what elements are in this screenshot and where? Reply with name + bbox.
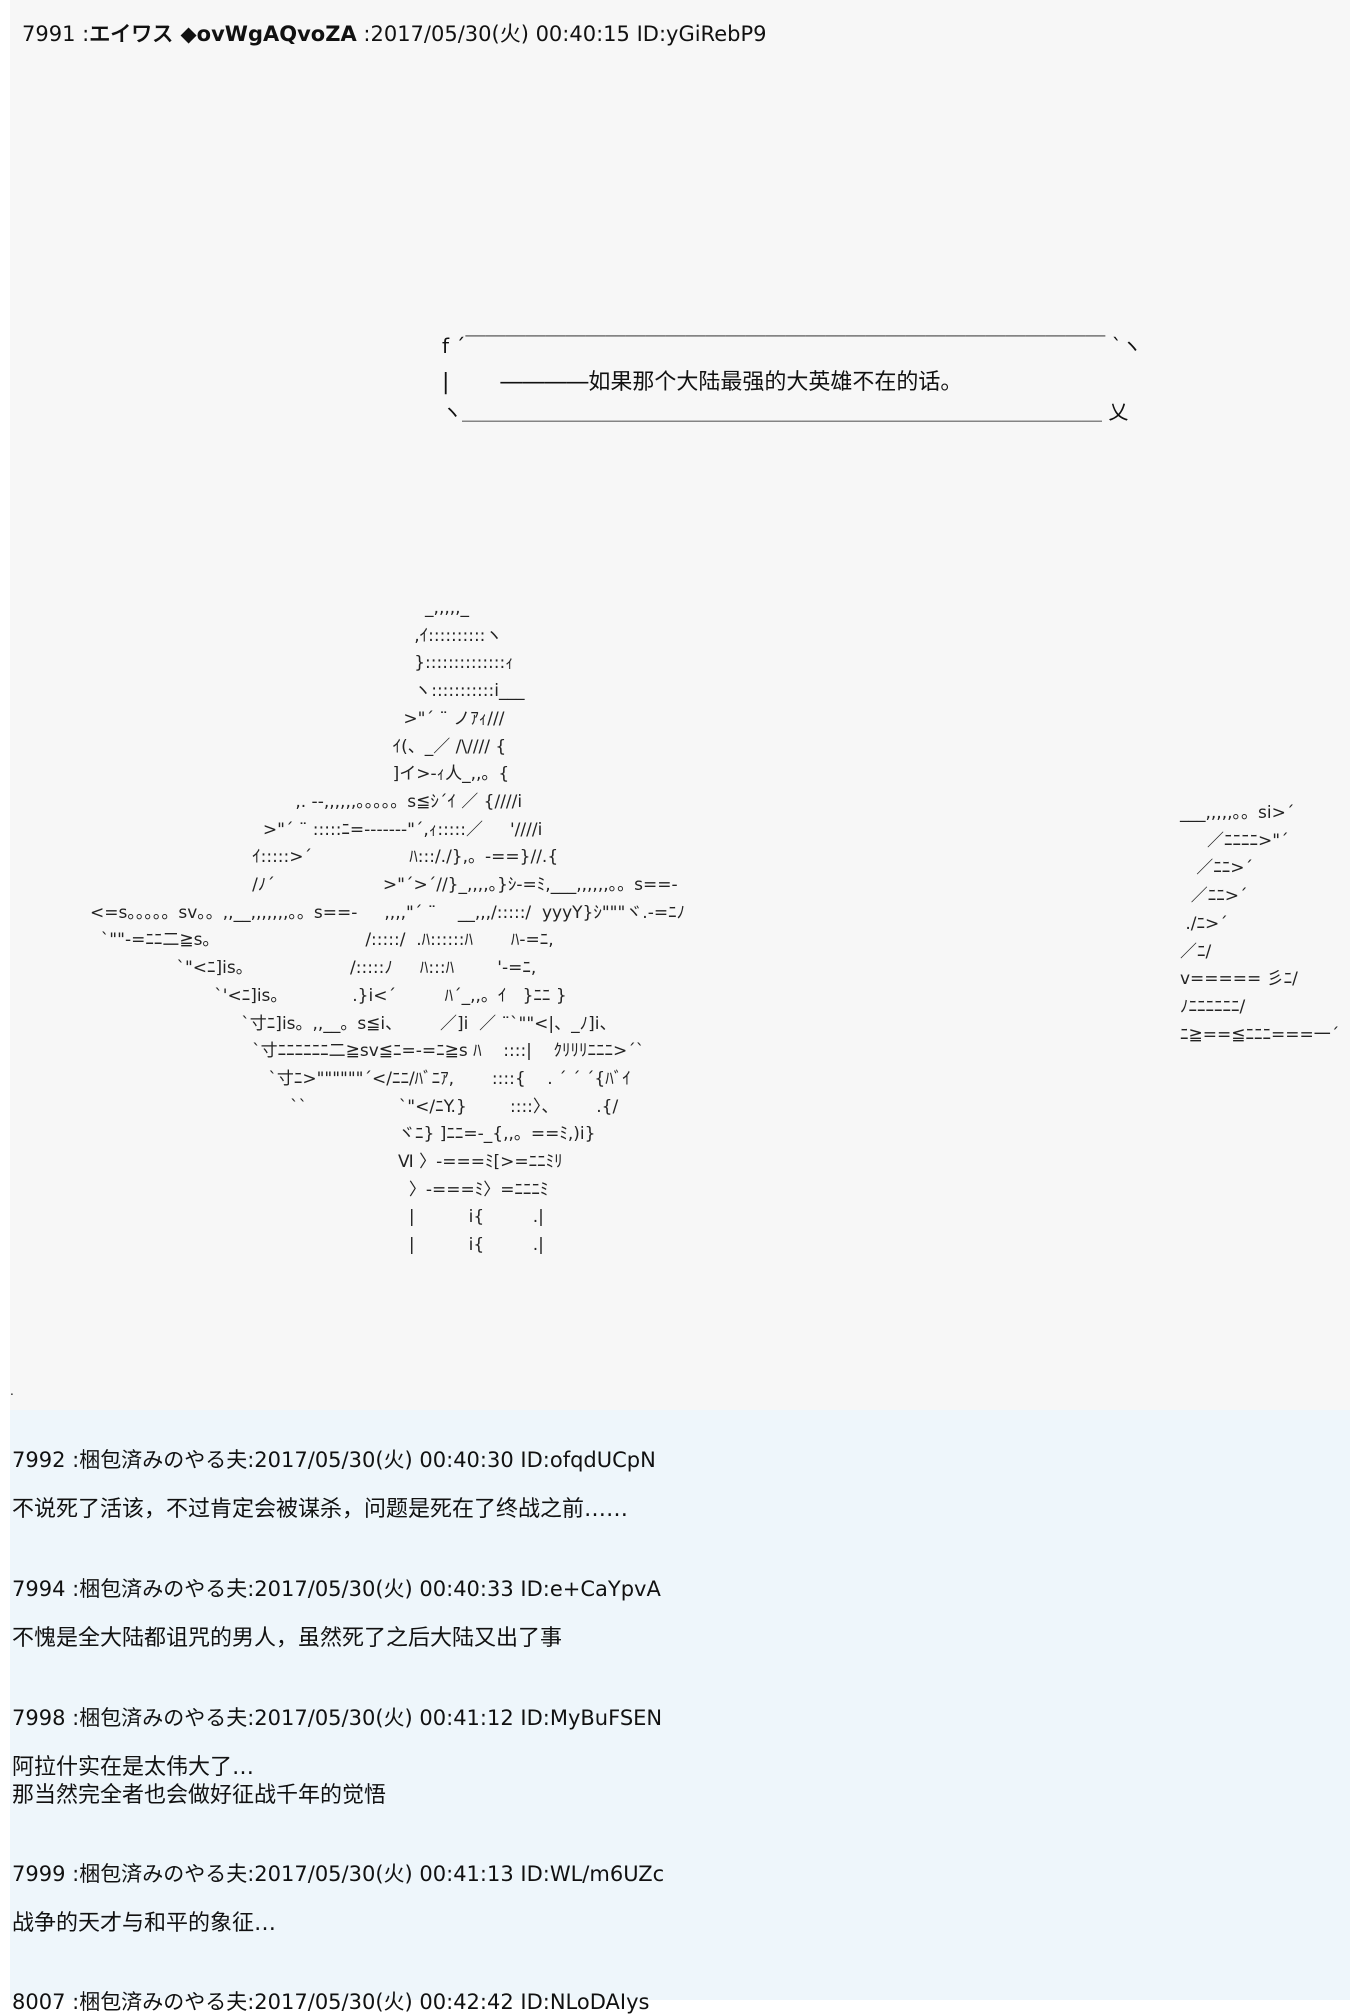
ascii-art-line: ｲ:::::>´ ﾊ:::/./},。-==}//.{ xyxy=(90,847,559,868)
post-datetime: 2017/05/30(火) 00:40:15 xyxy=(370,22,630,46)
post-id[interactable]: ID:yGiRebP9 xyxy=(636,22,767,46)
post-number[interactable]: 7991 xyxy=(22,22,76,46)
reply-post: 7992 :梱包済みのやる夫:2017/05/30(火) 00:40:30 ID… xyxy=(12,1444,656,1524)
reply-number[interactable]: 7998 xyxy=(12,1706,66,1730)
ascii-art-line: ./ﾆ>´ xyxy=(1180,913,1228,934)
reply-id[interactable]: ID:WL/m6UZc xyxy=(520,1862,665,1886)
reply-header: 7999 :梱包済みのやる夫:2017/05/30(火) 00:41:13 ID… xyxy=(12,1862,665,1886)
reply-header: 7998 :梱包済みのやる夫:2017/05/30(火) 00:41:12 ID… xyxy=(12,1706,663,1730)
ascii-art-line: >"´ ¨ :::::ﾆ=------‐"´,ｨ:::::／ '////i xyxy=(90,819,543,840)
ascii-art-line: ]イ>-ｨ人_,,。{ xyxy=(90,764,510,785)
reply-body: 战争的天才与和平的象征… xyxy=(12,1911,277,1936)
main-post: 7991 :エイワス ◆ovWgAQvoZA :2017/05/30(火) 00… xyxy=(10,0,1350,1410)
ascii-art-line: ___,,,,,。。si>´ xyxy=(1180,803,1295,823)
reply-datetime: 2017/05/30(火) 00:42:42 xyxy=(254,1990,514,2014)
speech-bubble-bottom: ヽ＿＿＿＿＿＿＿＿＿＿＿＿＿＿＿＿＿＿＿＿＿＿＿＿＿＿＿＿＿＿＿＿ 乂 xyxy=(442,400,1129,424)
reply-number[interactable]: 7992 xyxy=(12,1448,66,1472)
ascii-art-line: ／ﾆﾆﾆﾆ>"´ xyxy=(1180,830,1289,851)
ascii-art-line: ／ﾆ/ xyxy=(1180,941,1212,962)
ascii-art-line: | i{ .| xyxy=(90,1235,544,1256)
reply-name: 梱包済みのやる夫 xyxy=(79,1990,248,2014)
ascii-art-line: `'<ﾆ]is。 .}i<´ ﾊ´_,,。ｲ }ﾆﾆ } xyxy=(90,985,567,1006)
reply-post: 7998 :梱包済みのやる夫:2017/05/30(火) 00:41:12 ID… xyxy=(12,1702,662,1810)
ascii-art-line: `寸ﾆ>""""""´</ﾆﾆ/ﾊﾞﾆｱ, ::::{ . ´ ´ ´{ﾊﾞｲ xyxy=(90,1068,631,1089)
reply-header: 7994 :梱包済みのやる夫:2017/05/30(火) 00:40:33 ID… xyxy=(12,1577,661,1601)
poster-name: エイワス ◆ovWgAQvoZA xyxy=(89,22,357,46)
reply-datetime: 2017/05/30(火) 00:40:30 xyxy=(254,1448,514,1472)
reply-id[interactable]: ID:NLoDAIys xyxy=(520,1990,650,2014)
ascii-art-line: Ⅵ 〉-===ﾐ[>=ﾆﾆﾐﾘ xyxy=(90,1152,563,1173)
ascii-art-line: ,. --,,,,,,。。。。。s≦ｼ´ｲ ／ {////i xyxy=(90,791,523,812)
reply-header: 8007 :梱包済みのやる夫:2017/05/30(火) 00:42:42 ID… xyxy=(12,1990,650,2014)
reply-post: 7994 :梱包済みのやる夫:2017/05/30(火) 00:40:33 ID… xyxy=(12,1573,661,1653)
ascii-art-line: `` `"</ﾆY.} ::::〉、 .{/ xyxy=(90,1096,619,1117)
ascii-art-line: ／ﾆﾆ>´ xyxy=(1180,886,1248,907)
reply-name: 梱包済みのやる夫 xyxy=(79,1577,248,1601)
ascii-art-line: ｲ(、_／ /\//// { xyxy=(90,736,507,757)
ascii-art-line: <=s。。。。。sv。。,,__,,,,,,,。。s==‐ ,,,,"´ ¨ _… xyxy=(90,902,686,923)
ascii-art-line: ,ｲ::::::::::ヽ xyxy=(90,625,503,646)
post-header: 7991 :エイワス ◆ovWgAQvoZA :2017/05/30(火) 00… xyxy=(22,22,767,46)
reply-datetime: 2017/05/30(火) 00:41:12 xyxy=(254,1706,514,1730)
ascii-art-right-wing: ___,,,,,。。si>´ ／ﾆﾆﾆﾆ>"´ ／ﾆﾆ>´ ／ﾆﾆ>´ ./ﾆ>… xyxy=(1180,800,1339,1049)
ascii-art-line: v===== 彡ﾆ/ xyxy=(1180,969,1298,990)
ascii-art-line: `""-=ﾆﾆ二≧s。 /:::::/ .ﾊ::::::ﾊ ﾊ-=ﾆ, xyxy=(90,930,554,951)
reply-number[interactable]: 8007 xyxy=(12,1990,66,2014)
reply-name: 梱包済みのやる夫 xyxy=(79,1706,248,1730)
speech-bubble-top: f ´￣￣￣￣￣￣￣￣￣￣￣￣￣￣￣￣￣￣￣￣￣￣￣￣￣￣￣￣￣￣￣￣ `ヽ xyxy=(442,334,1142,358)
reply-body: 阿拉什实在是太伟大了… 那当然完全者也会做好征战千年的觉悟 xyxy=(12,1755,387,1808)
trailing-mark: . xyxy=(10,1384,14,1398)
reply-body: 不说死了活该，不过肯定会被谋杀，问题是死在了终战之前…… xyxy=(12,1497,629,1522)
ascii-art-line: ヾﾆ} ]ﾆﾆ=-_{,,。==ﾐ,)i} xyxy=(90,1124,596,1145)
ascii-art-line: ヽ:::::::::::i___ xyxy=(90,681,525,702)
reply-id[interactable]: ID:ofqdUCpN xyxy=(520,1448,656,1472)
reply-list: 7992 :梱包済みのやる夫:2017/05/30(火) 00:40:30 ID… xyxy=(10,1410,1350,2014)
reply-datetime: 2017/05/30(火) 00:40:33 xyxy=(254,1577,514,1601)
reply-id[interactable]: ID:MyBuFSEN xyxy=(520,1706,663,1730)
ascii-art-line: 〉-===ﾐ〉=ﾆﾆﾆﾐ xyxy=(90,1179,549,1200)
reply-id[interactable]: ID:e+CaYpvA xyxy=(520,1577,661,1601)
ascii-art-line: /ﾉ´ >"´>´//}_,,,,。}ｼ-=ﾐ,___,,,,,,。。s==‐ xyxy=(90,875,678,896)
reply-number[interactable]: 7999 xyxy=(12,1862,66,1886)
speech-bubble-text: | ――――如果那个大陆最强的大英雄不在的话。 xyxy=(442,370,963,395)
ascii-art: _,,,,,_ ,ｲ::::::::::ヽ }::::::::::::::ｨ xyxy=(90,595,685,1260)
reply-datetime: 2017/05/30(火) 00:41:13 xyxy=(254,1862,514,1886)
ascii-art-line: `寸ﾆ]is。,,__。s≦i、 ／]i ／ ¨`""<|、_ﾉ]i、 xyxy=(90,1013,617,1034)
ascii-art-line: ﾆ≧==≦ﾆﾆﾆ===一´ xyxy=(1180,1024,1340,1045)
ascii-art-line: ﾉﾆﾆﾆﾆﾆﾆ/ xyxy=(1180,996,1246,1017)
reply-header: 7992 :梱包済みのやる夫:2017/05/30(火) 00:40:30 ID… xyxy=(12,1448,656,1472)
reply-name: 梱包済みのやる夫 xyxy=(79,1862,248,1886)
ascii-art-line: >"´ ¨ ノｱｨ/// xyxy=(90,708,505,729)
ascii-art-line: }::::::::::::::ｨ xyxy=(90,653,514,674)
reply-post: 7999 :梱包済みのやる夫:2017/05/30(火) 00:41:13 ID… xyxy=(12,1858,664,1938)
reply-post: 8007 :梱包済みのやる夫:2017/05/30(火) 00:42:42 ID… xyxy=(12,1986,649,2016)
reply-number[interactable]: 7994 xyxy=(12,1577,66,1601)
ascii-art-line: ／ﾆﾆ>´ xyxy=(1180,858,1253,879)
ascii-art-line: _,,,,,_ xyxy=(90,598,470,618)
ascii-art-line: `"<ﾆ]is。 /:::::ﾉ ﾊ:::ﾊ '-=ﾆ, xyxy=(90,958,537,979)
ascii-art-line: `寸ﾆﾆﾆﾆﾆﾆ二≧sv≦ﾆ=-=ﾆ≧s ﾊ ::::| ｸﾘﾘﾘﾆﾆﾆ>´` xyxy=(90,1041,645,1062)
ascii-art-line: | i{ .| xyxy=(90,1207,544,1228)
reply-body: 不愧是全大陆都诅咒的男人，虽然死了之后大陆又出了事 xyxy=(12,1626,563,1651)
reply-name: 梱包済みのやる夫 xyxy=(79,1448,248,1472)
